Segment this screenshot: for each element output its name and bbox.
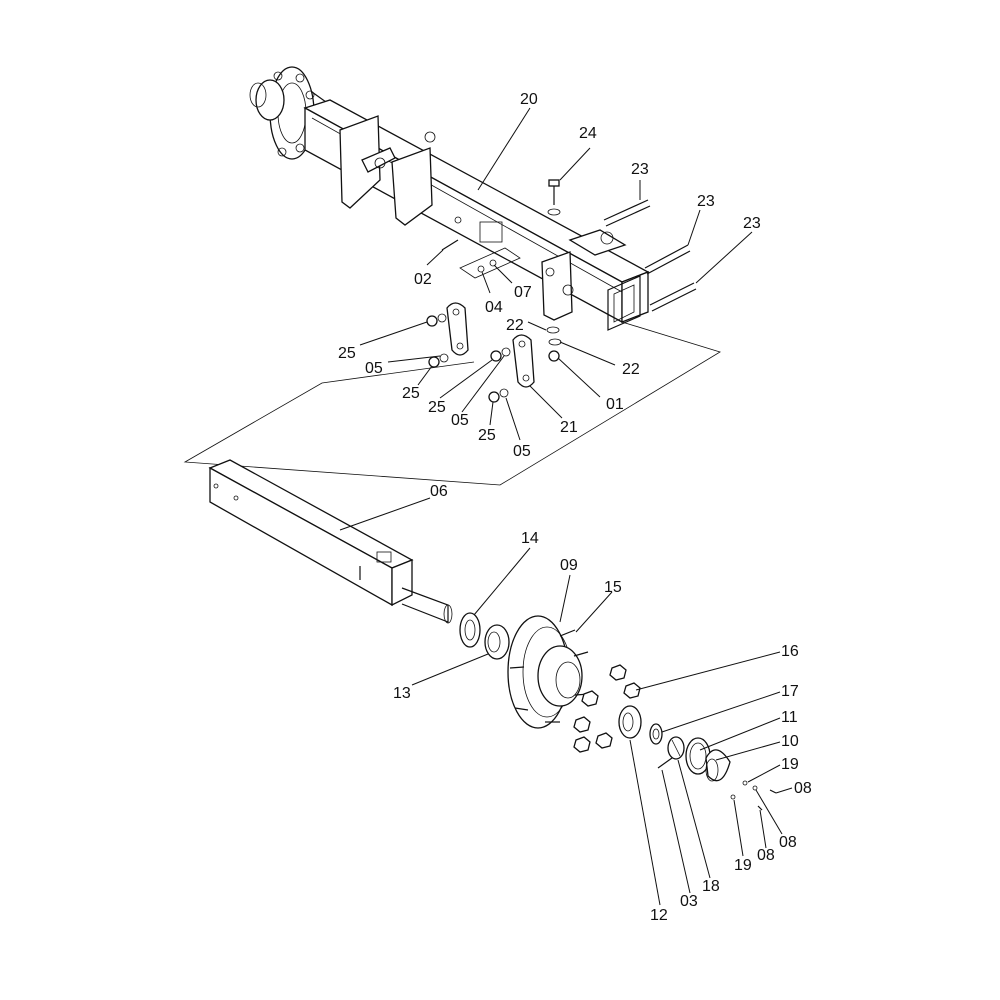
callout-02: 02 <box>414 271 432 288</box>
hub-cap-assembly <box>657 736 777 811</box>
callout-16: 16 <box>781 643 799 660</box>
callout-03: 03 <box>680 893 698 910</box>
callout-18: 18 <box>702 878 720 895</box>
callout-11: 11 <box>781 709 798 726</box>
callout-25-b: 25 <box>402 385 420 402</box>
axle-beam-assembly <box>183 66 721 486</box>
bolt-24 <box>547 179 561 216</box>
callout-25-c: 25 <box>428 399 446 416</box>
callout-19-b: 19 <box>734 857 752 874</box>
callout-21: 21 <box>560 419 578 436</box>
callout-17: 17 <box>781 683 799 700</box>
callout-labels: 20 24 23 23 23 02 07 04 22 22 25 05 25 2… <box>338 91 812 924</box>
shackle-plates <box>426 302 535 403</box>
callout-07: 07 <box>514 284 532 301</box>
callout-08-b: 08 <box>779 834 797 851</box>
wheel-hub <box>507 615 641 753</box>
callout-14: 14 <box>521 530 539 547</box>
callout-05-a: 05 <box>365 360 383 377</box>
callout-10: 10 <box>781 733 799 750</box>
axle-mount-brackets <box>339 115 627 321</box>
callout-05-c: 05 <box>513 443 531 460</box>
callout-09: 09 <box>560 557 578 574</box>
callout-15: 15 <box>604 579 622 596</box>
callout-24: 24 <box>579 125 597 142</box>
callout-19-a: 19 <box>781 756 799 773</box>
callout-23-mid: 23 <box>697 193 715 210</box>
callout-25-a: 25 <box>338 345 356 362</box>
wheel-nuts <box>573 664 641 753</box>
washers-and-nut <box>546 326 562 362</box>
callout-05-b: 05 <box>451 412 469 429</box>
callout-22-left: 22 <box>506 317 524 334</box>
small-fasteners <box>441 239 497 273</box>
callout-08-c: 08 <box>757 847 775 864</box>
callout-12: 12 <box>650 907 668 924</box>
leader-lines <box>339 107 793 906</box>
assembly-guide-lines <box>183 321 721 486</box>
callout-06: 06 <box>430 483 448 500</box>
callout-01: 01 <box>606 396 624 413</box>
callout-04: 04 <box>485 299 503 316</box>
seal-and-inner-bearing <box>459 612 510 660</box>
u-bolts <box>603 199 697 312</box>
callout-23-top: 23 <box>631 161 649 178</box>
callout-23-low: 23 <box>743 215 761 232</box>
callout-22-right: 22 <box>622 361 640 378</box>
callout-25-d: 25 <box>478 427 496 444</box>
callout-08-a: 08 <box>794 780 812 797</box>
callout-20: 20 <box>520 91 538 108</box>
outer-bearing-and-washer <box>618 705 663 745</box>
callout-13: 13 <box>393 685 411 702</box>
stub-axle <box>208 459 453 624</box>
